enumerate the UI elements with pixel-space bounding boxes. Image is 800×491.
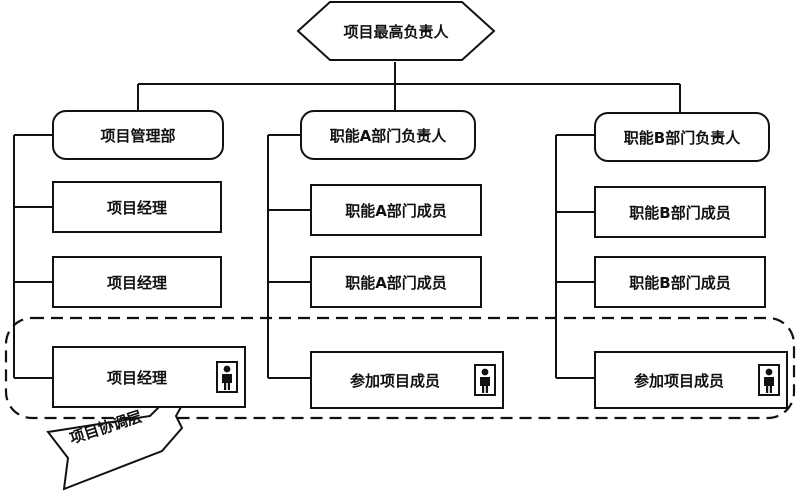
project-manager-box: 项目经理 [52,256,222,308]
box-label: 职能A部门成员 [345,201,447,220]
coordination-arrow [46,396,188,491]
box-label: 职能B部门成员 [629,273,731,292]
box-label: 项目经理 [106,198,167,217]
person-icon [758,364,780,396]
project-participant-box: 参加项目成员 [594,351,788,409]
top-leader-label: 项目最高负责人 [343,22,449,41]
project-manager-box: 项目经理 [52,346,246,408]
person-icon [474,364,496,396]
coordination-layer-border [4,316,796,420]
function-b-head: 职能B部门负责人 [594,112,770,162]
function-a-member-box: 职能A部门成员 [310,256,482,308]
top-hexagon-shape [296,0,496,61]
project-participant-box: 参加项目成员 [310,351,504,409]
column-head-label: 项目管理部 [100,126,176,145]
box-label: 项目经理 [106,368,167,387]
box-label: 职能A部门成员 [345,273,447,292]
person-icon [216,361,238,393]
function-b-member-box: 职能B部门成员 [594,256,766,308]
project-management-dept: 项目管理部 [52,110,224,160]
function-a-head: 职能A部门负责人 [300,110,476,160]
function-a-member-box: 职能A部门成员 [310,184,482,236]
column-head-label: 职能B部门负责人 [623,128,741,147]
column-head-label: 职能A部门负责人 [329,126,447,145]
box-label: 参加项目成员 [349,371,440,390]
box-label: 项目经理 [106,273,167,292]
function-b-member-box: 职能B部门成员 [594,186,766,238]
box-label: 参加项目成员 [633,371,724,390]
box-label: 职能B部门成员 [629,203,731,222]
project-manager-box: 项目经理 [52,181,222,233]
